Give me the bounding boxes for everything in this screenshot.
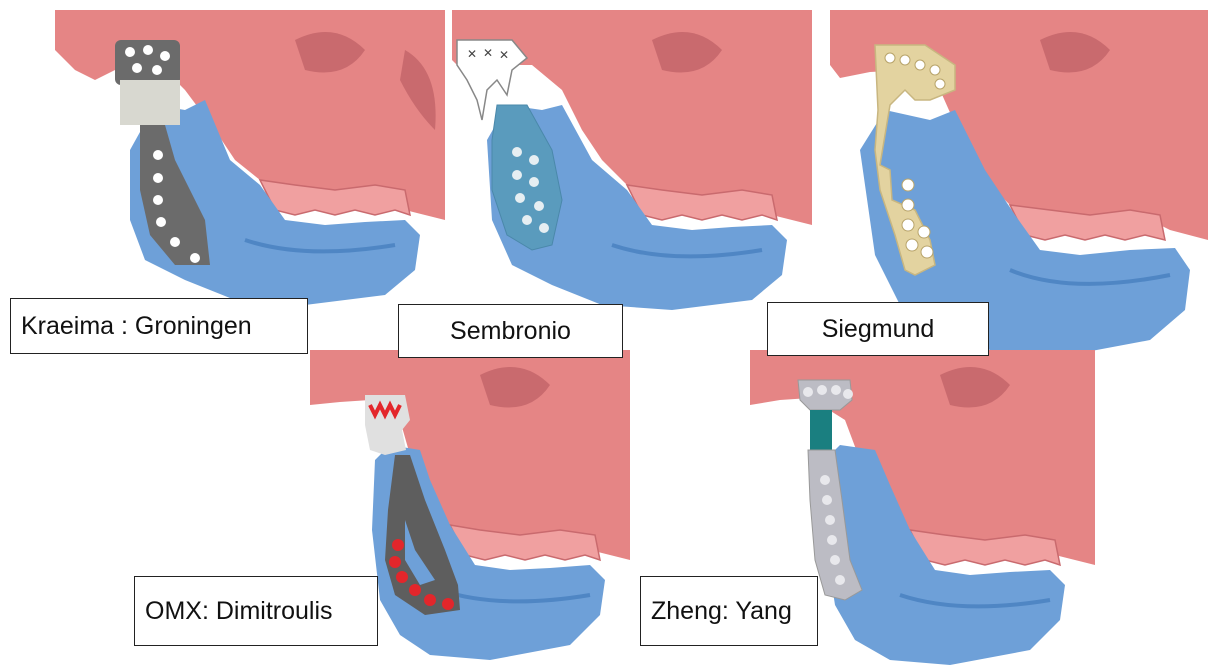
svg-text:✕: ✕ — [467, 47, 477, 61]
label-zheng-yang: Zheng: Yang — [640, 576, 818, 646]
panel-sembronio: ✕ ✕ ✕ — [452, 10, 812, 310]
label-kraeima-groningen: Kraeima : Groningen — [10, 298, 308, 354]
label-omx-dimitroulis: OMX: Dimitroulis — [134, 576, 378, 646]
jaw-implant-illustration — [45, 10, 450, 305]
label-siegmund: Siegmund — [767, 302, 989, 356]
jaw-implant-illustration: ✕ ✕ ✕ — [452, 10, 812, 310]
label-sembronio: Sembronio — [398, 304, 623, 358]
svg-text:✕: ✕ — [499, 48, 509, 62]
panel-kraeima-groningen — [45, 10, 450, 305]
svg-text:✕: ✕ — [483, 46, 493, 60]
